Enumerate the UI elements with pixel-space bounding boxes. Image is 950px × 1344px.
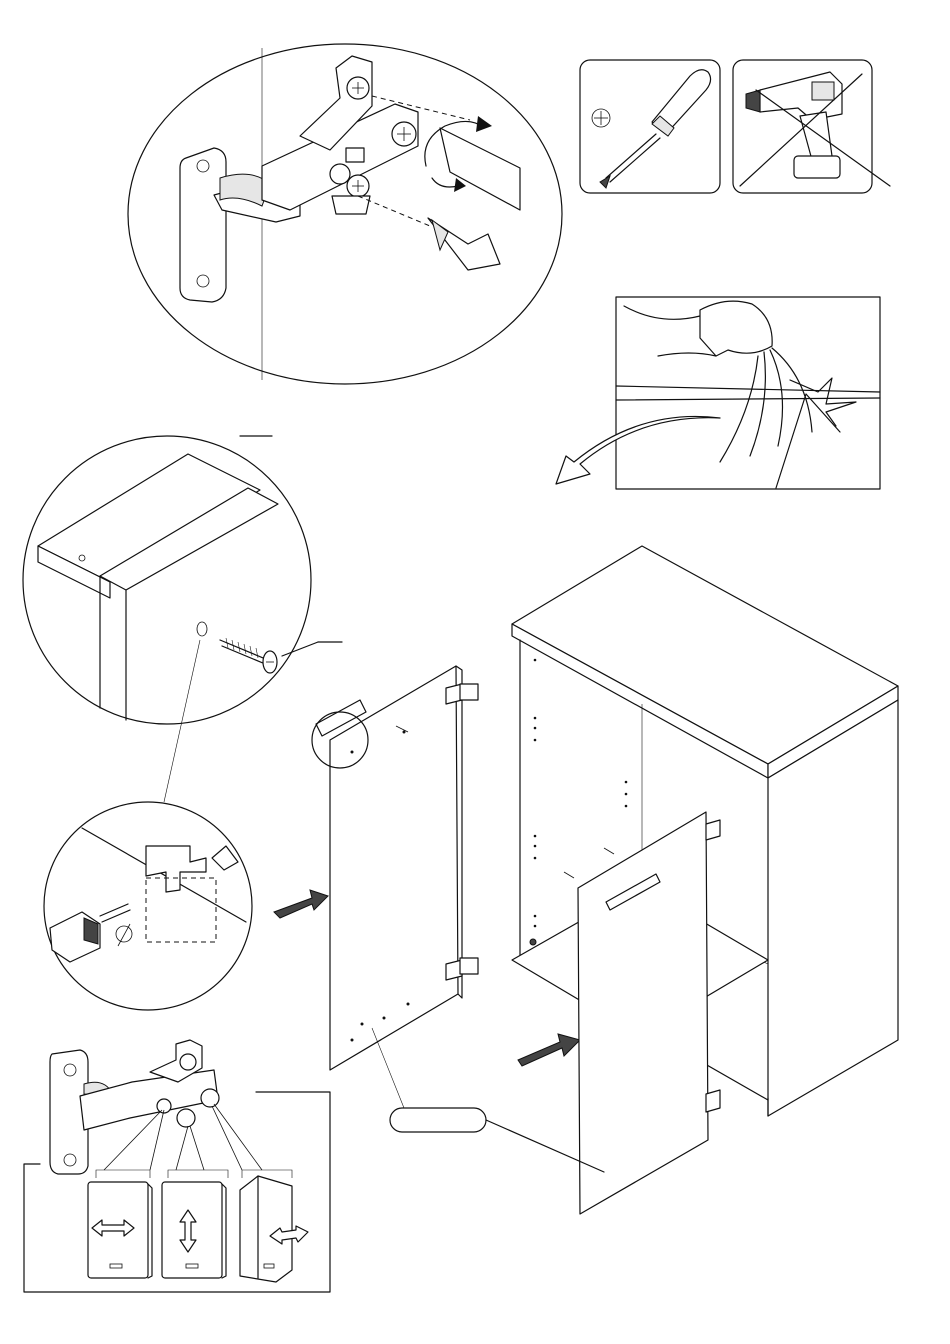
door-panel-right: [578, 812, 720, 1214]
adjust-vertical-panel: [162, 1182, 226, 1278]
drill-icon: [50, 904, 130, 962]
surface-scratch-warning: [556, 297, 880, 489]
adjust-horizontal-panel: [88, 1182, 152, 1278]
hinge-adjustment-detail: [24, 1040, 330, 1292]
screw-icon: [220, 638, 277, 673]
hinge-mounting-detail-circle: [128, 44, 562, 384]
tool-screwdriver-allowed: [580, 60, 720, 193]
arrow-icon: [274, 890, 328, 918]
hand-icon: [700, 301, 772, 356]
adjust-depth-panel: [240, 1176, 308, 1282]
arrow-icon: [556, 416, 720, 484]
door-panel-left: [312, 666, 478, 1070]
arrow-icon: [518, 1034, 580, 1066]
power-drill-icon: [746, 72, 842, 178]
screwdriver-icon: [600, 70, 711, 188]
hinge-drilling-detail-circle: [44, 802, 252, 1010]
door-screw-detail-circle: [23, 436, 342, 802]
tool-drill-not-allowed: [733, 60, 890, 193]
